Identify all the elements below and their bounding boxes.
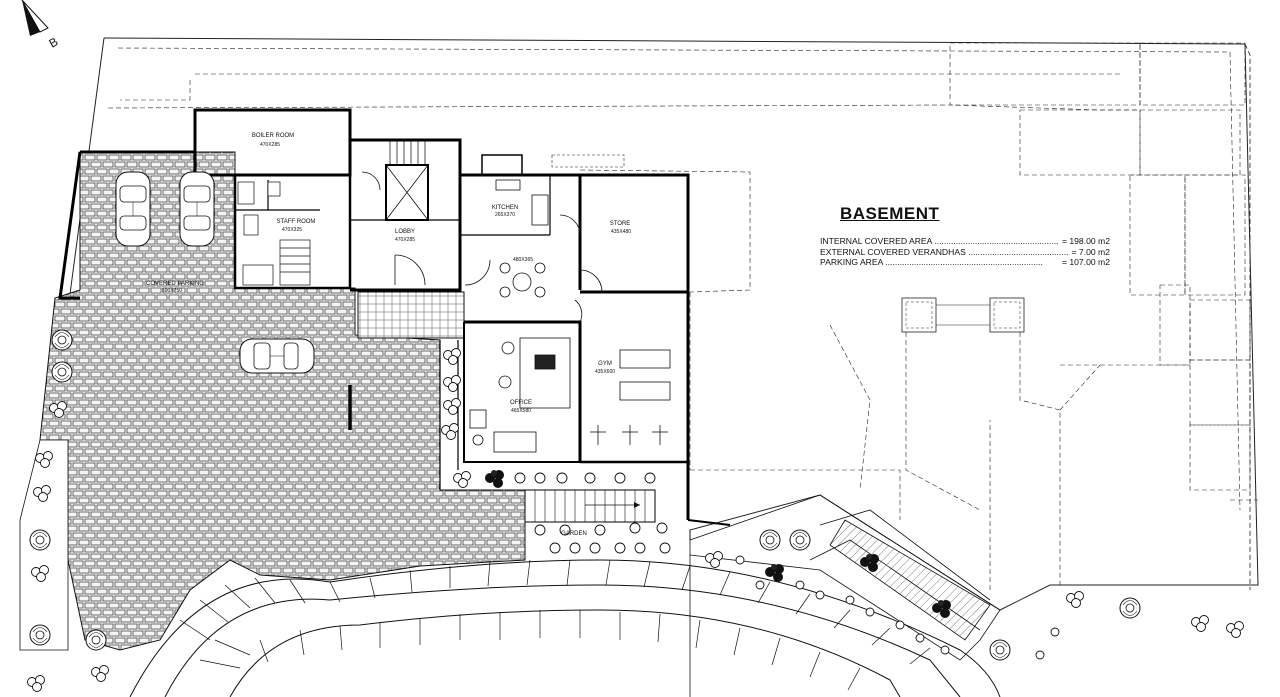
store-label: STORE	[610, 221, 631, 227]
staff-room-fittings	[237, 181, 311, 286]
entrance-tiles	[357, 291, 465, 339]
area-label: INTERNAL COVERED AREA	[820, 236, 1058, 247]
boiler-room-dim: 470X285	[260, 142, 280, 148]
living-dim: 480X365	[513, 257, 533, 263]
north-arrow-icon: B	[21, 0, 61, 51]
kitchen-dim: 265X370	[495, 212, 515, 218]
garden-small-plants	[514, 472, 1060, 660]
shrub-icon	[1226, 621, 1244, 638]
car-icon	[239, 338, 315, 374]
tree-icon	[51, 361, 73, 383]
tree-icon	[29, 624, 51, 646]
tree-icon	[85, 629, 107, 651]
boiler-room-label: BOILER ROOM	[252, 133, 294, 139]
area-row: EXTERNAL COVERED VERANDHAS = 7.00 m2	[820, 247, 1110, 258]
tree-icon	[759, 529, 781, 551]
tree-icon	[789, 529, 811, 551]
tree-icon	[1119, 597, 1141, 619]
gym-dim: 435X600	[595, 369, 615, 375]
area-schedule: INTERNAL COVERED AREA = 198.00 m2 EXTERN…	[820, 236, 1110, 268]
shrub-icon	[453, 471, 471, 488]
lobby-label: LOBBY	[395, 229, 415, 235]
tree-icon	[51, 329, 73, 351]
shrub-icon	[1066, 591, 1084, 608]
gym-label: GYM	[598, 361, 612, 367]
driveway-curve	[129, 559, 1001, 697]
door-swings	[361, 171, 603, 323]
covered-parking-dim: 590X750	[162, 288, 182, 294]
shrub-icon	[705, 551, 723, 568]
shrub-icon	[1191, 615, 1209, 632]
car-icon	[179, 171, 215, 247]
planter-strips	[689, 494, 1001, 697]
site-boundary	[39, 37, 1259, 611]
area-label: PARKING AREA	[820, 257, 1058, 268]
staff-room-label: STAFF ROOM	[277, 219, 316, 225]
office-dim: 465X580	[511, 408, 531, 414]
area-row: INTERNAL COVERED AREA = 198.00 m2	[820, 236, 1110, 247]
room-labels: BOILER ROOM 470X285 STAFF ROOM 470X325 L…	[146, 133, 631, 537]
covered-parking-label: COVERED PARKING	[146, 281, 204, 287]
area-label: EXTERNAL COVERED VERANDHAS	[820, 247, 1068, 258]
shrub-icon	[27, 675, 45, 692]
office-label: OFFICE	[510, 400, 532, 406]
area-row: PARKING AREA = 107.00 m2	[820, 257, 1110, 268]
garden-label: GARDEN	[561, 531, 587, 537]
area-value: = 107.00 m2	[1061, 257, 1110, 267]
store-dim: 435X480	[611, 229, 631, 235]
staff-room-dim: 470X325	[282, 227, 302, 233]
living-furniture	[495, 179, 549, 298]
area-value: = 198.00 m2	[1061, 236, 1110, 246]
gym-equipment	[590, 349, 671, 445]
tree-icon	[29, 529, 51, 551]
office-furniture	[469, 337, 571, 453]
kitchen-label: KITCHEN	[492, 205, 518, 211]
car-icon	[115, 171, 151, 247]
plan-title: BASEMENT	[840, 204, 940, 223]
lobby-dim: 470X285	[395, 237, 415, 243]
exterior-steps	[534, 490, 646, 522]
north-marker: B	[47, 34, 61, 50]
shrub-icon	[441, 423, 459, 440]
shrub-icon	[91, 665, 109, 682]
tree-icon	[989, 639, 1011, 661]
driveway-stripes	[179, 559, 931, 691]
bush-icon	[485, 470, 504, 488]
area-value: = 7.00 m2	[1071, 246, 1110, 257]
building-walls	[58, 108, 731, 526]
